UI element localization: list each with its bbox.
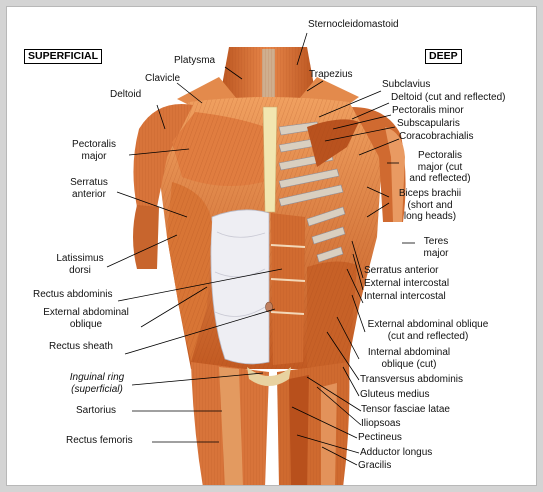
label-trapezius: Trapezius [309, 69, 353, 80]
label-internal-intercostal: Internal intercostal [364, 291, 446, 302]
label-inguinal-ring: Inguinal ring (superficial) [69, 372, 125, 395]
label-subclavius: Subclavius [382, 79, 431, 90]
torso-illustration [133, 47, 406, 485]
label-pectoralis-minor: Pectoralis minor [392, 105, 464, 116]
label-serratus-anterior-deep: Serratus anterior [364, 265, 439, 276]
label-external-oblique-deep: External abdominal oblique (cut and refl… [367, 319, 489, 342]
label-deltoid-deep: Deltoid (cut and reflected) [391, 92, 506, 103]
label-rectus-femoris: Rectus femoris [66, 435, 133, 446]
label-rectus-sheath: Rectus sheath [49, 341, 113, 352]
anatomy-illustration [106, 32, 415, 485]
diagram-frame: SUPERFICIAL DEEP Platysma Sternocleidoma… [6, 6, 537, 486]
label-sternocleidomastoid: Sternocleidomastoid [308, 19, 399, 30]
label-external-oblique: External abdominal oblique [43, 307, 129, 330]
label-clavicle: Clavicle [145, 73, 181, 84]
label-adductor-longus: Adductor longus [360, 447, 433, 458]
label-biceps-brachii: Biceps brachii (short and long heads) [398, 188, 462, 222]
label-serratus-anterior: Serratus anterior [70, 177, 108, 200]
label-pectoralis-major-deep: Pectoralis major (cut and reflected) [409, 150, 471, 184]
deep-header: DEEP [425, 49, 462, 64]
label-sartorius: Sartorius [76, 405, 117, 416]
label-pectineus: Pectineus [358, 432, 402, 443]
label-tensor-fasciae-latae: Tensor fasciae latae [361, 404, 450, 415]
label-platysma: Platysma [174, 55, 216, 66]
label-iliopsoas: Iliopsoas [361, 418, 401, 429]
label-pectoralis-major: Pectoralis major [72, 139, 116, 162]
label-subscapularis: Subscapularis [397, 118, 460, 129]
label-gracilis: Gracilis [358, 460, 392, 471]
label-external-intercostal: External intercostal [364, 278, 450, 289]
label-coracobrachialis: Coracobrachialis [399, 131, 474, 142]
label-internal-oblique: Internal abdominal oblique (cut) [367, 347, 451, 370]
label-transversus-abdominis: Transversus abdominis [360, 374, 464, 385]
label-latissimus-dorsi: Latissimus dorsi [56, 253, 104, 276]
label-gluteus-medius: Gluteus medius [360, 389, 430, 400]
label-rectus-abdominis: Rectus abdominis [33, 289, 113, 300]
label-teres-major: Teres major [423, 236, 449, 259]
superficial-header: SUPERFICIAL [24, 49, 103, 64]
leader-lines [106, 32, 415, 466]
label-deltoid: Deltoid [110, 89, 142, 100]
